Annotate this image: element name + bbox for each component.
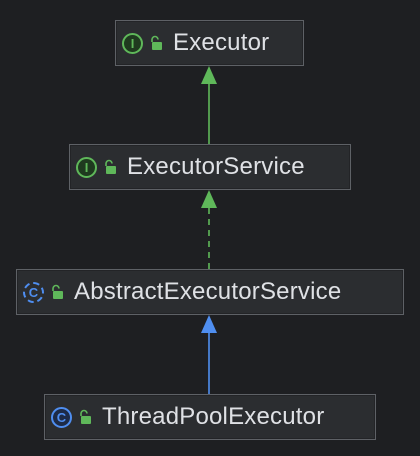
edge-arrowhead-abstractexecutorservice xyxy=(201,315,217,333)
edge-arrowhead-executorservice xyxy=(201,190,217,208)
interface-icon: I xyxy=(76,156,97,178)
interface-icon: I xyxy=(122,32,143,54)
abstract-class-icon: C xyxy=(23,281,44,303)
node-executorservice[interactable]: I ExecutorService xyxy=(69,144,351,190)
node-label: ThreadPoolExecutor xyxy=(102,403,325,430)
node-executor[interactable]: I Executor xyxy=(115,20,304,66)
class-icon: C xyxy=(51,406,72,428)
unlocked-public-icon xyxy=(52,284,63,299)
node-label: Executor xyxy=(173,29,270,56)
unlocked-public-icon xyxy=(80,409,91,424)
node-threadpoolexecutor[interactable]: C ThreadPoolExecutor xyxy=(44,394,376,440)
unlocked-public-icon xyxy=(105,159,116,174)
node-label: AbstractExecutorService xyxy=(74,278,342,305)
edge-arrowhead-executor xyxy=(201,66,217,84)
node-abstractexecutorservice[interactable]: C AbstractExecutorService xyxy=(16,269,404,315)
node-label: ExecutorService xyxy=(127,153,305,180)
unlocked-public-icon xyxy=(151,35,162,50)
